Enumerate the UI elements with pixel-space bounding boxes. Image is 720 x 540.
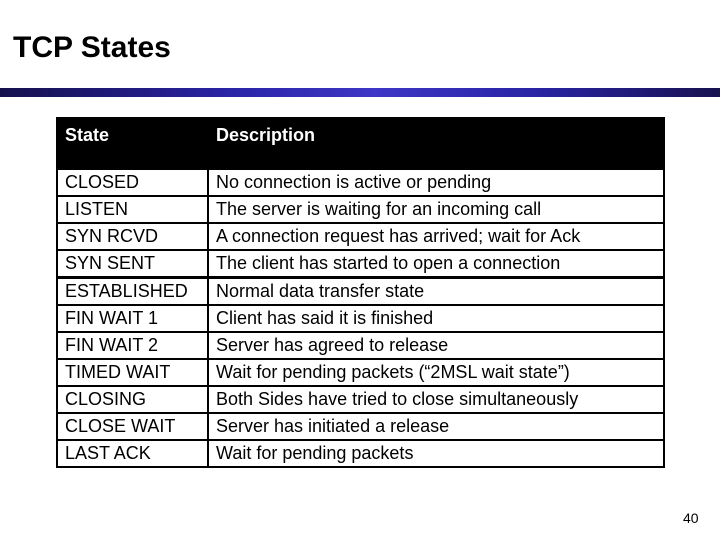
header-cell-description: Description xyxy=(207,117,665,170)
table-row: FIN WAIT 1 Client has said it is finishe… xyxy=(56,304,665,333)
state-cell: FIN WAIT 1 xyxy=(56,304,209,333)
header-cell-state: State xyxy=(56,117,209,170)
table-row: LISTEN The server is waiting for an inco… xyxy=(56,195,665,224)
description-cell: No connection is active or pending xyxy=(207,168,665,197)
tcp-states-table-container: State Description CLOSED No connection i… xyxy=(56,117,665,468)
state-cell: LAST ACK xyxy=(56,439,209,468)
description-cell: A connection request has arrived; wait f… xyxy=(207,222,665,251)
tcp-states-table: State Description CLOSED No connection i… xyxy=(56,117,665,468)
table-row: TIMED WAIT Wait for pending packets (“2M… xyxy=(56,358,665,387)
description-cell: Wait for pending packets (“2MSL wait sta… xyxy=(207,358,665,387)
state-cell: ESTABLISHED xyxy=(56,276,209,306)
table-row: SYN RCVD A connection request has arrive… xyxy=(56,222,665,251)
page-title: TCP States xyxy=(13,31,171,64)
table-row: CLOSING Both Sides have tried to close s… xyxy=(56,385,665,414)
description-cell: The client has started to open a connect… xyxy=(207,249,665,279)
description-cell: Server has agreed to release xyxy=(207,331,665,360)
state-cell: SYN SENT xyxy=(56,249,209,279)
state-cell: CLOSE WAIT xyxy=(56,412,209,441)
state-cell: TIMED WAIT xyxy=(56,358,209,387)
description-cell: Server has initiated a release xyxy=(207,412,665,441)
table-row: CLOSED No connection is active or pendin… xyxy=(56,168,665,197)
table-row: CLOSE WAIT Server has initiated a releas… xyxy=(56,412,665,441)
table-row: LAST ACK Wait for pending packets xyxy=(56,439,665,468)
description-cell: Both Sides have tried to close simultane… xyxy=(207,385,665,414)
state-cell: CLOSING xyxy=(56,385,209,414)
table-row: SYN SENT The client has started to open … xyxy=(56,249,665,279)
state-cell: CLOSED xyxy=(56,168,209,197)
table-row: ESTABLISHED Normal data transfer state xyxy=(56,276,665,306)
description-cell: Client has said it is finished xyxy=(207,304,665,333)
description-cell: Normal data transfer state xyxy=(207,276,665,306)
state-cell: FIN WAIT 2 xyxy=(56,331,209,360)
description-cell: The server is waiting for an incoming ca… xyxy=(207,195,665,224)
description-cell: Wait for pending packets xyxy=(207,439,665,468)
table-row: FIN WAIT 2 Server has agreed to release xyxy=(56,331,665,360)
table-header-row: State Description xyxy=(56,117,665,170)
page-number: 40 xyxy=(683,510,699,526)
title-divider-bar xyxy=(0,88,720,97)
state-cell: SYN RCVD xyxy=(56,222,209,251)
state-cell: LISTEN xyxy=(56,195,209,224)
